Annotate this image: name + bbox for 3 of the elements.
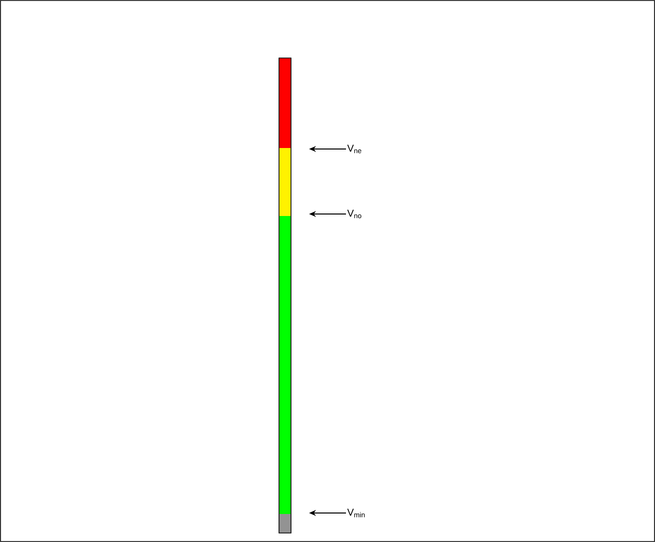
speed-label: V$_{ne}$ xyxy=(347,144,362,154)
speed-label: V$_{no}$ xyxy=(347,210,362,218)
speed-label: V$_{min}$ xyxy=(347,508,365,518)
